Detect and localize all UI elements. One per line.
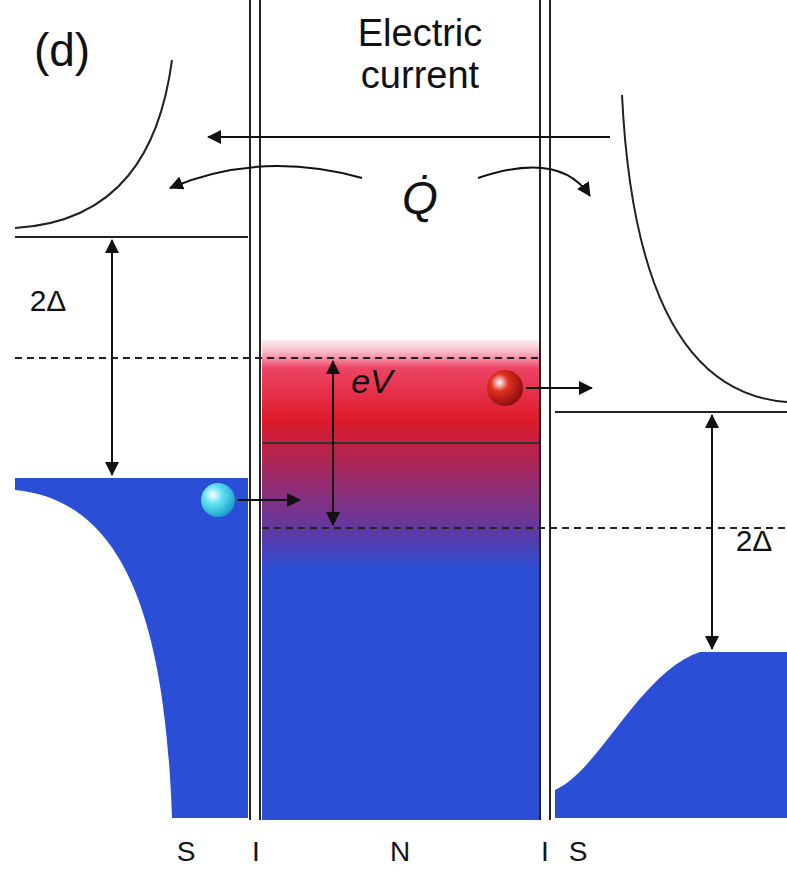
gap-label: 2Δ xyxy=(30,284,67,317)
bias-energy-label: eV xyxy=(351,363,393,400)
current-label: Electric current xyxy=(320,13,520,97)
region-label: I xyxy=(252,837,260,868)
region-label: I xyxy=(541,837,549,868)
region-label: S xyxy=(569,837,588,868)
heat-flow-symbol: Q̇ xyxy=(402,173,438,224)
region-label: N xyxy=(390,837,410,868)
gap-label: 2Δ xyxy=(736,524,773,557)
region-label: S xyxy=(177,837,196,868)
panel-letter: (d) xyxy=(34,25,90,76)
